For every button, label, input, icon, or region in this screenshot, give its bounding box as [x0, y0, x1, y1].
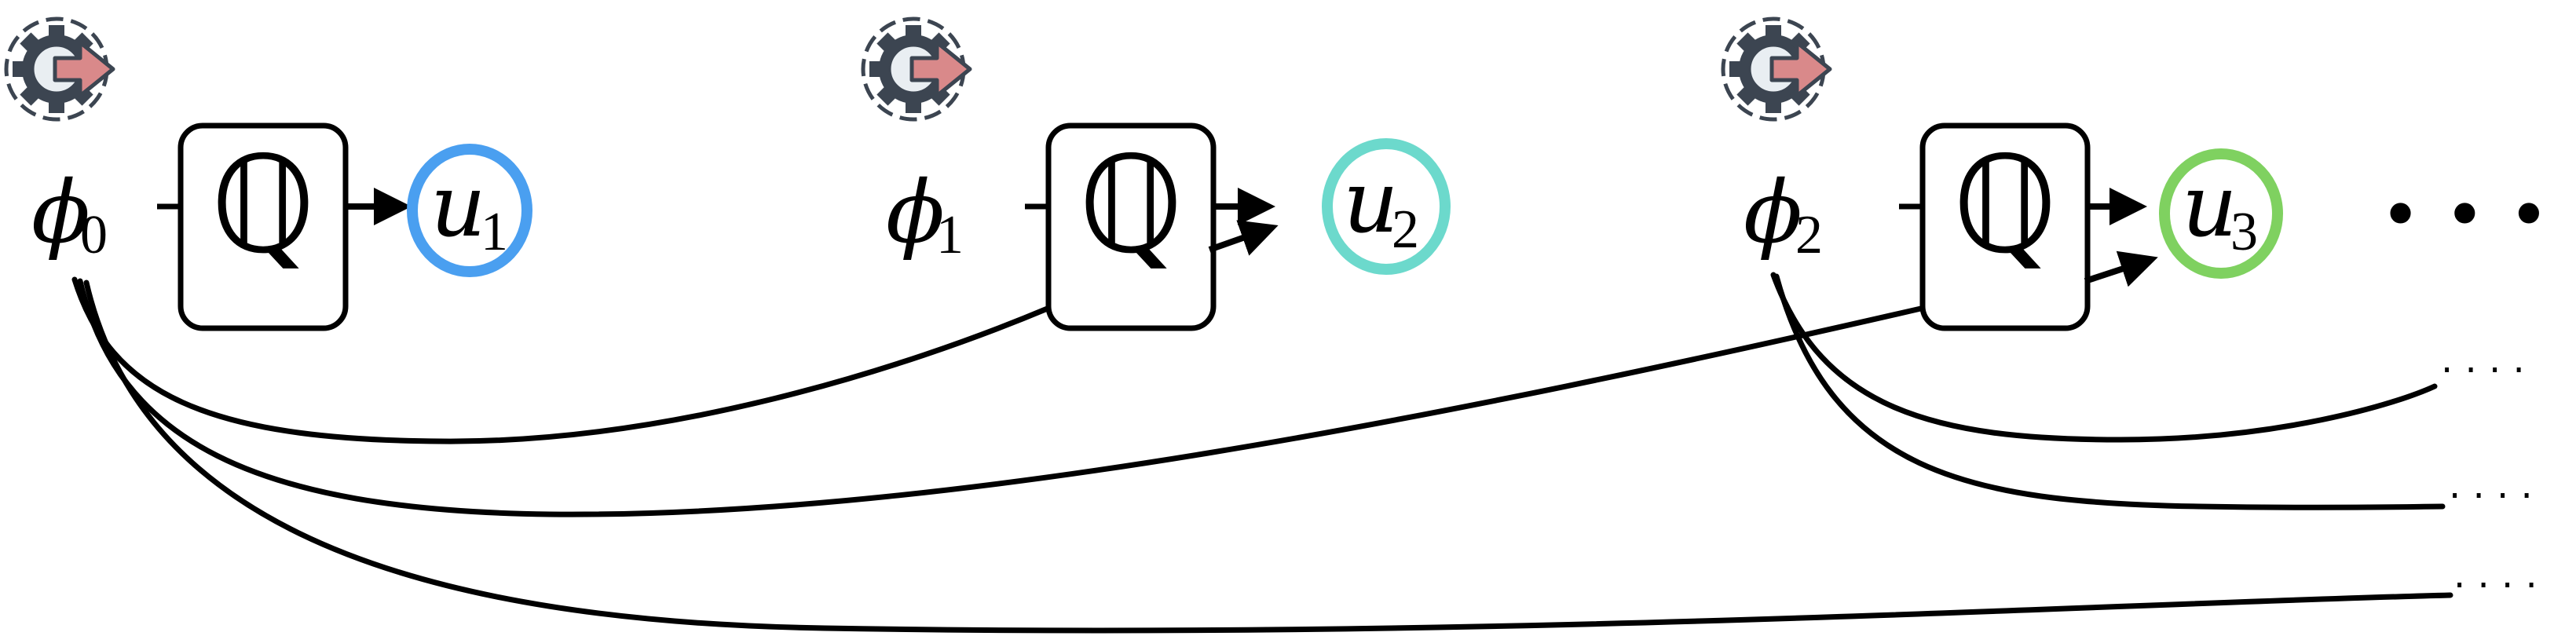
quantizer-box — [1919, 122, 2091, 331]
recurrent-link — [77, 278, 1927, 517]
recurrent-link — [83, 280, 2453, 634]
output-symbol: u — [1343, 152, 1399, 252]
phi-subscript: 0 — [80, 205, 108, 265]
phi-subscript: 2 — [1795, 205, 1823, 265]
quantizer-box — [177, 122, 349, 331]
phi-symbol: ϕ — [886, 162, 945, 262]
trailing-dots: · · · · — [2441, 349, 2525, 393]
output-subscript: 2 — [1392, 199, 1419, 260]
phi-symbol: ϕ — [1744, 162, 1802, 262]
quantizer-label: ℚ — [1078, 133, 1184, 280]
phi-subscript: 1 — [936, 205, 964, 265]
output-node-ring — [1322, 138, 1451, 275]
quantizer-label: ℚ — [210, 133, 316, 280]
trailing-dots: · · · · — [2453, 564, 2538, 608]
gear-arrow-icon — [863, 19, 970, 119]
output-subscript: 1 — [481, 202, 508, 262]
output-node-ring — [2159, 148, 2283, 279]
recurrent-link — [1770, 272, 2438, 443]
gear-arrow-icon — [1723, 19, 1830, 119]
phi-symbol: ϕ — [31, 162, 90, 262]
output-symbol: u — [430, 155, 486, 256]
recurrent-input-arrow — [1208, 220, 1279, 256]
output-subscript: 3 — [2230, 202, 2258, 262]
trailing-dots: · · · · — [2449, 474, 2533, 518]
recurrent-input-arrow — [2084, 250, 2158, 287]
output-node-ring — [407, 144, 532, 277]
continuation-ellipsis: • • • — [2380, 174, 2549, 257]
quantizer-box — [1045, 122, 1217, 331]
gear-arrow-icon — [6, 19, 113, 119]
recurrent-link — [1773, 273, 2446, 510]
output-symbol: u — [2182, 155, 2238, 256]
quantizer-label: ℚ — [1952, 133, 2058, 280]
recurrent-link — [71, 276, 1052, 444]
